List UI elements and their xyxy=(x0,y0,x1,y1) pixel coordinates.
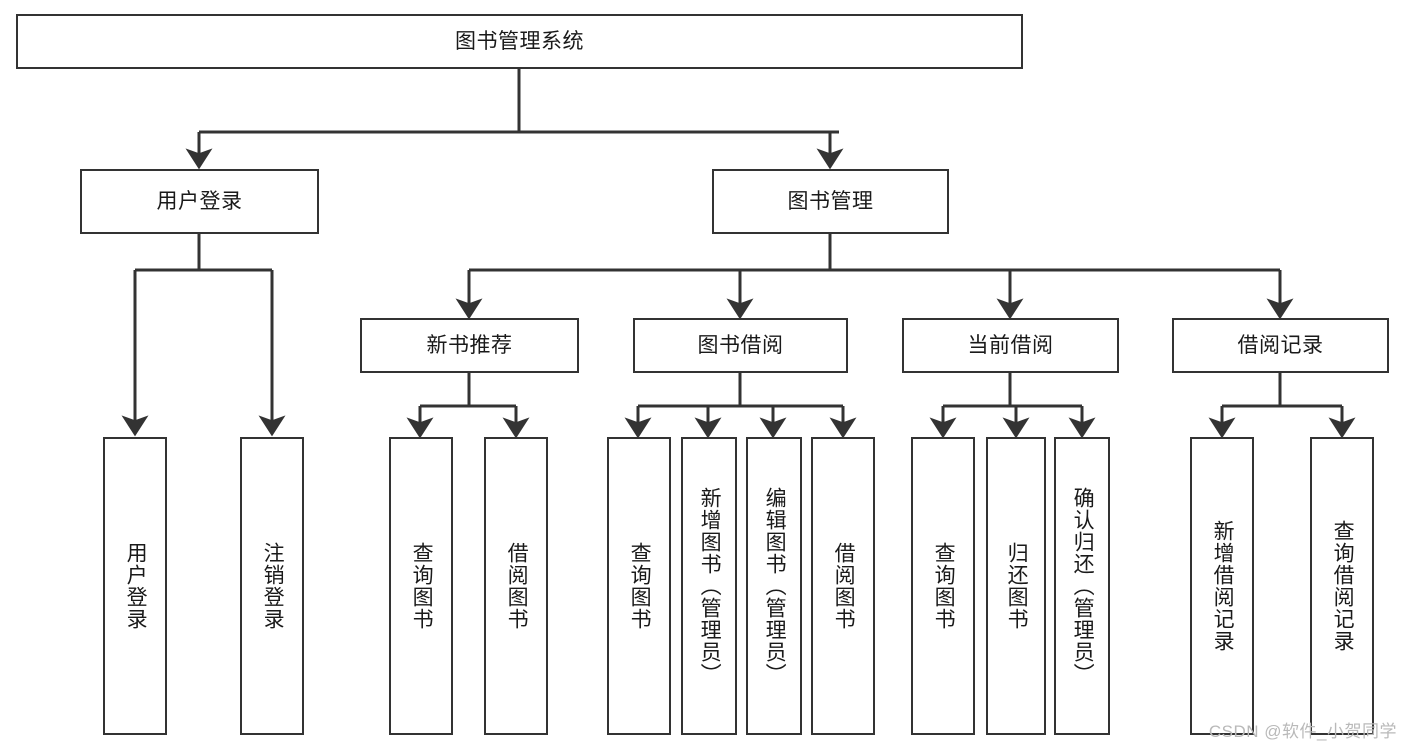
node-borrow-record[interactable]: 借阅记录 xyxy=(1172,318,1389,373)
node-root-label: 图书管理系统 xyxy=(455,29,584,53)
leaf-add-borrow-record-label: 新增借阅记录 xyxy=(1211,520,1235,652)
node-new-book-recommend[interactable]: 新书推荐 xyxy=(360,318,579,373)
node-book-borrow-label: 图书借阅 xyxy=(697,333,784,357)
leaf-add-book[interactable]: 新增图书（管理员） xyxy=(681,437,737,735)
leaf-query-book-1[interactable]: 查询图书 xyxy=(389,437,453,735)
node-borrow-record-label: 借阅记录 xyxy=(1237,333,1324,357)
leaf-borrow-book-2[interactable]: 借阅图书 xyxy=(811,437,875,735)
leaf-query-borrow-record[interactable]: 查询借阅记录 xyxy=(1310,437,1374,735)
leaf-query-book-2-label: 查询图书 xyxy=(628,542,652,630)
watermark: CSDN @软件_小贺同学 xyxy=(1208,722,1397,741)
leaf-return-book[interactable]: 归还图书 xyxy=(986,437,1046,735)
node-book-manage[interactable]: 图书管理 xyxy=(712,169,949,234)
leaf-query-borrow-record-label: 查询借阅记录 xyxy=(1331,520,1355,652)
node-book-manage-label: 图书管理 xyxy=(787,189,874,213)
node-current-borrow[interactable]: 当前借阅 xyxy=(902,318,1119,373)
leaf-user-login[interactable]: 用户登录 xyxy=(103,437,167,735)
leaf-query-book-3-label: 查询图书 xyxy=(932,542,956,630)
node-current-borrow-label: 当前借阅 xyxy=(967,333,1054,357)
leaf-user-login-label: 用户登录 xyxy=(124,542,148,630)
node-root[interactable]: 图书管理系统 xyxy=(16,14,1023,69)
node-new-book-recommend-label: 新书推荐 xyxy=(426,333,513,357)
leaf-query-book-3[interactable]: 查询图书 xyxy=(911,437,975,735)
leaf-query-book-2[interactable]: 查询图书 xyxy=(607,437,671,735)
leaf-confirm-return[interactable]: 确认归还（管理员） xyxy=(1054,437,1110,735)
node-book-borrow[interactable]: 图书借阅 xyxy=(633,318,848,373)
leaf-add-book-label: 新增图书（管理员） xyxy=(698,487,722,685)
leaf-borrow-book-2-label: 借阅图书 xyxy=(832,542,856,630)
leaf-borrow-book-1[interactable]: 借阅图书 xyxy=(484,437,548,735)
leaf-return-book-label: 归还图书 xyxy=(1005,542,1029,630)
leaf-user-logout[interactable]: 注销登录 xyxy=(240,437,304,735)
leaf-edit-book-label: 编辑图书（管理员） xyxy=(763,487,787,685)
leaf-confirm-return-label: 确认归还（管理员） xyxy=(1071,487,1095,685)
leaf-add-borrow-record[interactable]: 新增借阅记录 xyxy=(1190,437,1254,735)
leaf-user-logout-label: 注销登录 xyxy=(261,542,285,630)
node-user-login[interactable]: 用户登录 xyxy=(80,169,319,234)
leaf-query-book-1-label: 查询图书 xyxy=(410,542,434,630)
leaf-edit-book[interactable]: 编辑图书（管理员） xyxy=(746,437,802,735)
leaf-borrow-book-1-label: 借阅图书 xyxy=(505,542,529,630)
node-user-login-label: 用户登录 xyxy=(156,189,243,213)
